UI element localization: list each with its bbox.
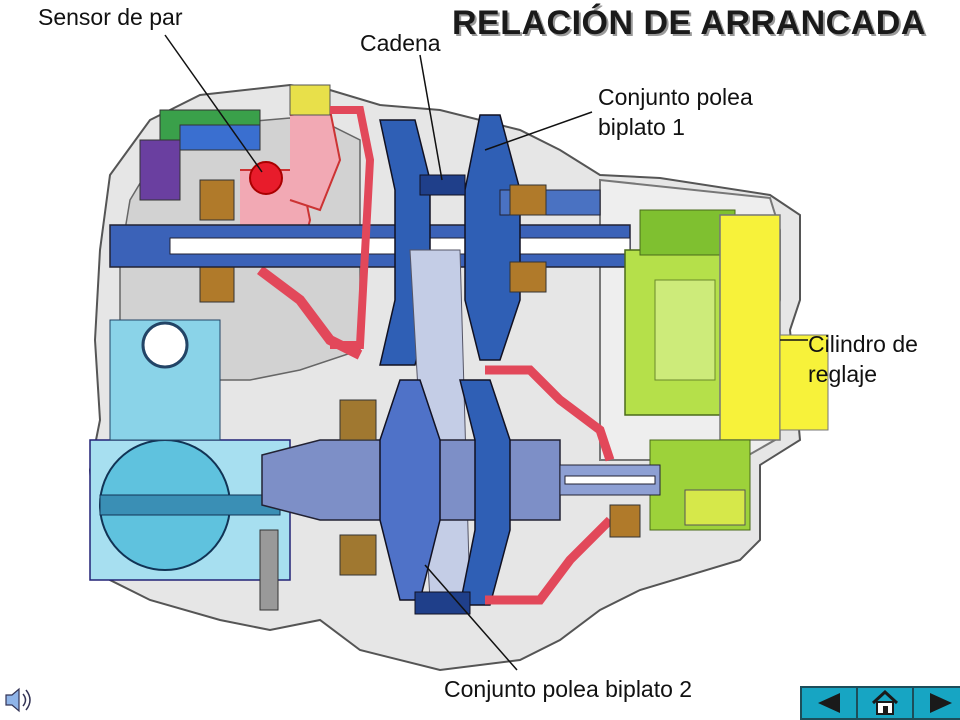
pulley2-movable-sheave: [459, 379, 511, 606]
leader-polea1: [484, 111, 593, 151]
chain-bottom: [414, 591, 471, 615]
differential-top-ring: [141, 321, 189, 369]
oil-red-pulley2-lower: [485, 516, 614, 605]
label-polea1-line1: Conjunto polea: [598, 84, 753, 110]
bearing-pulley2-right: [609, 504, 641, 538]
label-cadena: Cadena: [360, 30, 441, 56]
home-icon: [871, 690, 899, 715]
bearing-pulley1-right-low: [509, 261, 547, 293]
yellow-fitting: [289, 84, 331, 116]
lower-shaft-core: [564, 475, 656, 485]
bearing-pulley1-right: [509, 184, 547, 216]
cylinder-yellow-side: [779, 334, 829, 431]
next-button[interactable]: [912, 686, 960, 720]
oil-red-pulley2-upper: [485, 365, 615, 462]
label-sensor-de-par: Sensor de par: [38, 4, 183, 30]
cylinder-green-top: [639, 209, 736, 256]
bearing-pulley2-upper: [339, 399, 377, 441]
cylinder-lower-box: [684, 489, 746, 526]
cylinder-yellow-outer: [719, 214, 781, 441]
label-polea1-line2: biplato 1: [598, 114, 685, 140]
label-polea2: Conjunto polea biplato 2: [444, 676, 693, 702]
oil-red-pulley1: [330, 106, 375, 349]
navigation-bar: [800, 686, 960, 720]
label-cilindro-line1: Cilindro de: [808, 331, 918, 357]
cylinder-inner-lines: [654, 279, 716, 381]
pulley1-movable-sheave: [464, 114, 521, 361]
speaker-icon[interactable]: [4, 684, 34, 716]
torque-sensor: [249, 161, 283, 195]
purple-plate: [139, 139, 181, 201]
chain-top: [419, 174, 466, 196]
leader-cadena: [419, 54, 443, 181]
differential-bolt: [259, 529, 279, 611]
label-cilindro-line2: reglaje: [808, 361, 878, 387]
bearing-upper-left: [199, 179, 235, 221]
leader-polea2: [424, 564, 518, 671]
home-button[interactable]: [856, 686, 914, 720]
previous-button[interactable]: [800, 686, 858, 720]
differential-shaft: [99, 494, 281, 516]
page-title: RELACIÓN DE ARRANCADA: [452, 4, 926, 42]
bearing-pulley2-lower: [339, 534, 377, 576]
triangle-right-icon: [930, 693, 952, 713]
blue-plate-top: [179, 124, 261, 151]
leader-sensor: [164, 34, 263, 173]
triangle-left-icon: [818, 693, 840, 713]
bearing-lower-left: [199, 261, 235, 303]
